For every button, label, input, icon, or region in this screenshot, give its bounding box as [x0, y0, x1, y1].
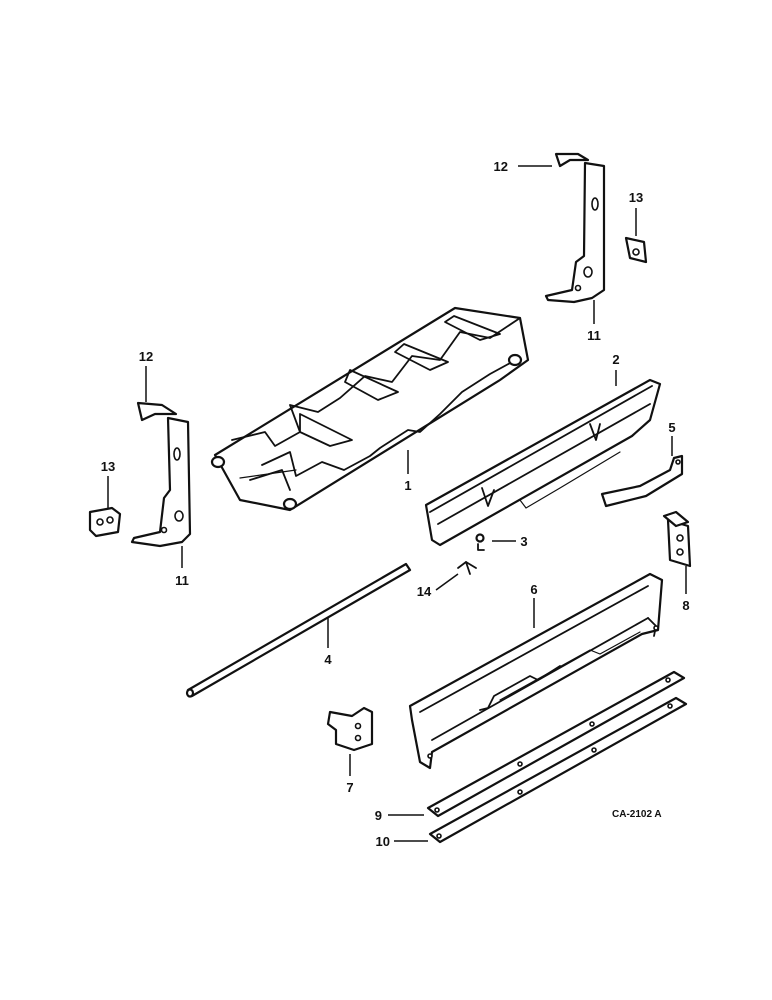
part-14-hook	[457, 561, 477, 575]
callout-3: 3	[520, 534, 527, 549]
callout-11-upper: 11	[587, 328, 601, 343]
callout-12-left: 12	[139, 349, 153, 364]
callout-13-left: 13	[101, 459, 115, 474]
callout-1: 1	[404, 478, 411, 493]
callout-7: 7	[346, 780, 353, 795]
part-6-cover	[408, 572, 664, 770]
upper-right-bracket-group	[544, 152, 648, 304]
callout-4: 4	[324, 652, 332, 667]
drawing-code: CA-2102 A	[612, 809, 662, 820]
callout-12-upper: 12	[494, 159, 508, 174]
callout-2: 2	[612, 352, 619, 367]
callout-5: 5	[668, 420, 675, 435]
callout-13-upper: 13	[629, 190, 643, 205]
part-10-strip	[428, 696, 688, 844]
callout-10: 10	[376, 834, 390, 849]
left-bracket-group	[88, 401, 192, 548]
part-9-strip	[426, 670, 686, 818]
part-7-bracket	[326, 706, 374, 752]
callout-11-left: 11	[175, 573, 189, 588]
part-3-fastener	[475, 533, 485, 551]
part-1-main-frame	[210, 306, 530, 512]
callout-9: 9	[375, 808, 382, 823]
callout-labels: 12 13 11 12 13 11 1 2 3 14 4 5 6 8 7 9 1…	[101, 159, 690, 849]
part-2-channel	[424, 378, 662, 547]
callout-6: 6	[530, 582, 537, 597]
leader-lines	[107, 165, 687, 842]
callout-14: 14	[417, 584, 432, 599]
part-8-bracket	[662, 510, 692, 568]
part-5-strap	[600, 454, 684, 508]
callout-8: 8	[682, 598, 689, 613]
part-4-rod	[185, 562, 412, 698]
